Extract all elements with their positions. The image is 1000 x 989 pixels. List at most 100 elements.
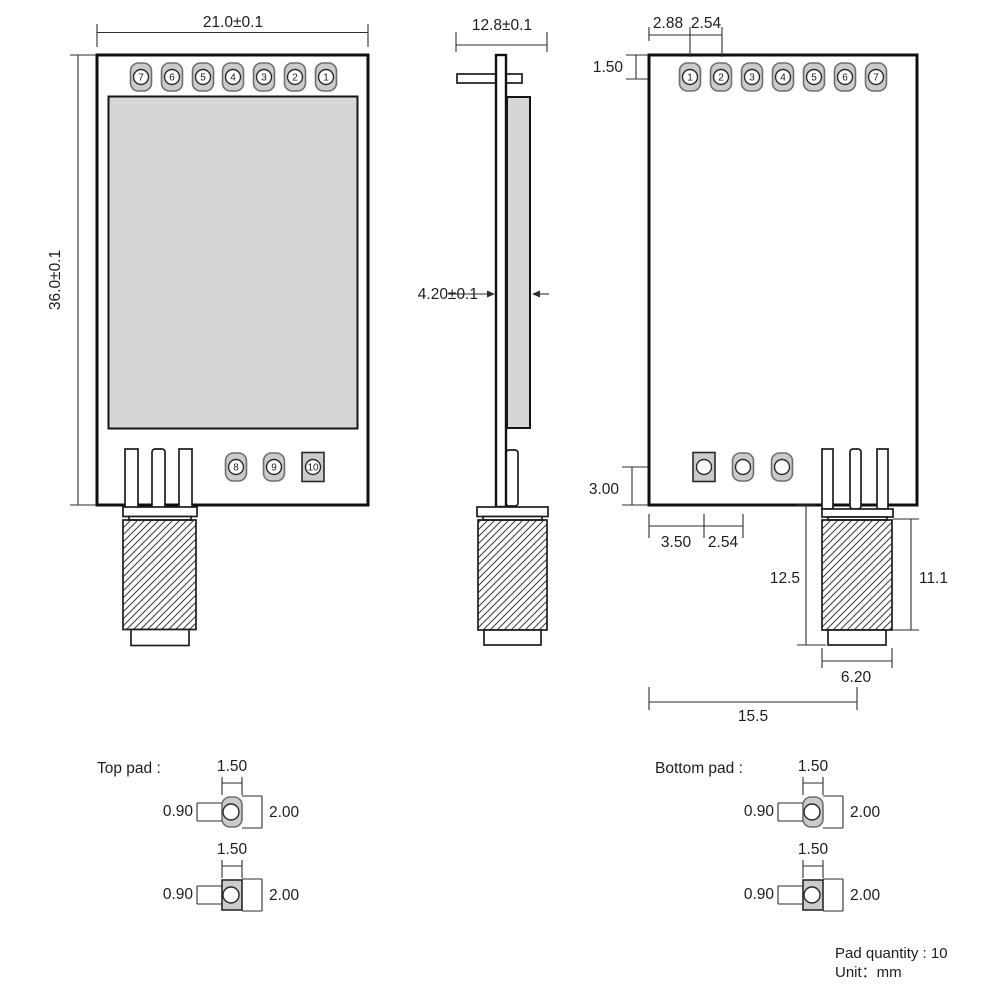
- pin-pad: 9: [262, 452, 286, 482]
- top-square-height-label: 2.00: [269, 887, 300, 904]
- front-width-dimension: 21.0±0.1: [96, 14, 369, 47]
- svg-text:3: 3: [261, 73, 267, 84]
- bottom-round-width-label: 1.50: [798, 758, 829, 775]
- svg-text:6: 6: [842, 73, 848, 84]
- pin-pad: [692, 451, 716, 483]
- bottom-square-width-label: 1.50: [798, 841, 829, 858]
- connector-center-label: 15.5: [738, 708, 768, 725]
- back-view: 1 2 3 4 5 6 7: [589, 15, 948, 725]
- svg-text:2: 2: [292, 73, 298, 84]
- front-shield: [107, 95, 359, 430]
- connector-overall-label: 12.5: [770, 570, 800, 587]
- bottom-round-height-label: 2.00: [850, 804, 881, 821]
- bottom-pad-detail-label: Bottom pad :: [655, 760, 743, 777]
- bottom-round-hole-label: 0.90: [744, 803, 775, 820]
- top-round-width-label: 1.50: [217, 758, 248, 775]
- side-pcb: [494, 53, 508, 509]
- connector-body-label: 11.1: [919, 570, 948, 587]
- side-pin-header: [456, 73, 523, 84]
- svg-text:1: 1: [687, 73, 693, 84]
- back-top-margin-dimension: 1.50: [593, 54, 649, 80]
- back-pitch-label: 2.54: [691, 15, 722, 32]
- connector-overall-dimension: 12.5: [770, 504, 826, 646]
- connector-center-dimension: 15.5: [648, 687, 858, 725]
- front-view: 7 6 5 4 3 2 1 8 9 10: [47, 14, 370, 647]
- top-pad-detail-label: Top pad :: [97, 760, 161, 777]
- side-width-label: 12.8±0.1: [472, 17, 532, 34]
- back-board-outline: [647, 53, 919, 507]
- svg-text:6: 6: [169, 73, 175, 84]
- pin-pad: [770, 452, 794, 482]
- pin-pad: 6: [833, 62, 857, 92]
- pin-pad: 6: [160, 62, 184, 92]
- back-bottom-pads: [692, 451, 794, 483]
- pin-pad: 8: [224, 452, 248, 482]
- pin-pad: 1: [678, 62, 702, 92]
- pin-pad: 1: [314, 62, 338, 92]
- pin-pad: 3: [252, 62, 276, 92]
- side-width-dimension: 12.8±0.1: [455, 17, 548, 52]
- top-square-pad: 1.50 0.90 2.00: [163, 841, 300, 912]
- bottom-square-hole-label: 0.90: [744, 886, 775, 903]
- svg-text:1: 1: [323, 73, 329, 84]
- back-edge-offset-label: 2.88: [653, 15, 683, 32]
- pin-pad: 4: [221, 62, 245, 92]
- front-sma-connector: [122, 506, 198, 647]
- top-round-height-label: 2.00: [269, 804, 300, 821]
- side-thickness-label: 4.20±0.1: [418, 286, 478, 303]
- side-view: 12.8±0.1 4.20±0.1: [418, 17, 549, 646]
- back-sma-connector: [821, 508, 894, 646]
- side-thickness-dimension: 4.20±0.1: [418, 286, 549, 303]
- pin-pad: 2: [709, 62, 733, 92]
- top-pad-detail: Top pad : 1.50 0.90 2.00 1.50: [97, 758, 300, 912]
- back-bottom-pitch-label: 2.54: [708, 534, 739, 551]
- connector-body-dimension: 11.1: [893, 518, 948, 631]
- pin-pad: [731, 452, 755, 482]
- pin-pad: 4: [771, 62, 795, 92]
- pin-pad: 3: [740, 62, 764, 92]
- front-height-label: 36.0±0.1: [47, 250, 64, 310]
- svg-text:5: 5: [200, 73, 206, 84]
- top-square-width-label: 1.50: [217, 841, 248, 858]
- unit-note: Unit：mm: [835, 964, 902, 981]
- svg-text:8: 8: [233, 463, 239, 474]
- connector-width-dimension: 6.20: [821, 648, 893, 686]
- front-width-label: 21.0±0.1: [203, 14, 263, 31]
- back-top-pads: 1 2 3 4 5 6 7: [678, 62, 888, 92]
- svg-text:4: 4: [230, 73, 236, 84]
- pin-pad: 2: [283, 62, 307, 92]
- connector-width-label: 6.20: [841, 669, 872, 686]
- bottom-round-pad: 1.50 0.90 2.00: [744, 758, 881, 829]
- svg-text:10: 10: [307, 463, 319, 474]
- bottom-square-height-label: 2.00: [850, 887, 881, 904]
- side-antenna-pin: [505, 449, 519, 507]
- svg-text:7: 7: [138, 73, 144, 84]
- svg-text:9: 9: [271, 463, 277, 474]
- front-bottom-pads: 8 9 10: [224, 451, 325, 483]
- svg-text:2: 2: [718, 73, 724, 84]
- back-top-margin-label: 1.50: [593, 59, 624, 76]
- pin-pad: 7: [864, 62, 888, 92]
- pin-pad: 5: [191, 62, 215, 92]
- back-top-pitch-dimensions: 2.88 2.54: [648, 15, 723, 57]
- top-round-hole-label: 0.90: [163, 803, 194, 820]
- pin-pad: 10: [301, 451, 325, 483]
- bottom-square-pad: 1.50 0.90 2.00: [744, 841, 881, 912]
- svg-text:4: 4: [780, 73, 786, 84]
- side-sma-connector: [476, 506, 549, 646]
- notes: Pad quantity : 10 Unit：mm: [835, 945, 948, 981]
- back-bottom-offset-label: 3.50: [661, 534, 692, 551]
- front-top-pads: 7 6 5 4 3 2 1: [129, 62, 338, 92]
- top-square-hole-label: 0.90: [163, 886, 194, 903]
- pin-pad: 5: [802, 62, 826, 92]
- pad-quantity-note: Pad quantity : 10: [835, 945, 948, 962]
- svg-text:5: 5: [811, 73, 817, 84]
- top-round-pad: 1.50 0.90 2.00: [163, 758, 300, 829]
- side-shield: [506, 96, 531, 429]
- svg-text:3: 3: [749, 73, 755, 84]
- back-bottom-pitch-dimensions: 3.50 2.54: [648, 514, 744, 551]
- pin-pad: 7: [129, 62, 153, 92]
- back-bottom-margin-dimension: 3.00: [589, 466, 649, 506]
